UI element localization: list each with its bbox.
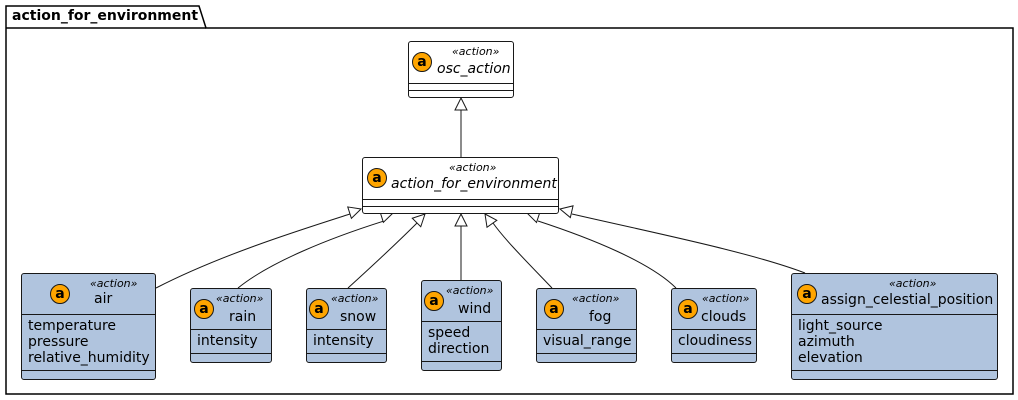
generalization-arrowhead [484,213,498,229]
attribute: pressure [28,334,89,350]
class-name: fog [589,309,612,325]
class-name: wind [458,301,492,317]
class-snow[interactable]: a «action» snow intensity [306,288,387,363]
abstract-badge-icon: a [797,284,817,304]
class-assign-celestial-position[interactable]: a «action» assign_celestial_position lig… [791,273,998,380]
stereotype: «action» [702,292,750,305]
inheritance-edge-snow [347,213,426,289]
stereotype: «action» [216,292,264,305]
attribute-compartment: intensity [191,330,271,354]
edge-line [237,220,385,289]
abstract-badge-icon: a [309,299,329,319]
class-name: snow [340,309,377,325]
inheritance-edge-air [155,206,363,289]
inheritance-edge-clouds [525,210,677,289]
inheritance-edge-wind [454,212,468,280]
attribute: temperature [28,318,116,334]
class-wind[interactable]: a «action» wind speed direction [421,280,502,371]
edge-line [492,222,553,289]
attribute: speed [428,325,471,341]
class-action-for-environment[interactable]: a «action» action_for_environment [362,157,559,214]
stereotype: «action» [331,292,379,305]
attribute: elevation [798,350,863,366]
package-name: action_for_environment [12,8,199,24]
edge-line [155,213,351,289]
inheritance-edge-fog [484,213,553,289]
generalization-arrowhead [558,205,574,219]
abstract-badge-icon: a [194,299,214,319]
generalization-arrowhead [411,213,426,228]
class-rain[interactable]: a «action» rain intensity [190,288,272,363]
stereotype: «action» [572,292,620,305]
edge-line [571,213,806,274]
class-fog[interactable]: a «action» fog visual_range [536,288,637,363]
attribute-compartment: light_source azimuth elevation [792,315,997,371]
abstract-badge-icon: a [678,299,698,319]
package-frame [5,5,1014,395]
generalization-arrowhead [347,206,363,220]
attribute-compartment [409,84,513,91]
attribute: azimuth [798,334,855,350]
inheritance-edge-rain [237,210,395,289]
stereotype: «action» [449,161,497,174]
class-name: osc_action [437,61,511,77]
attribute: relative_humidity [28,350,150,366]
attribute-compartment: temperature pressure relative_humidity [22,315,155,371]
abstract-badge-icon: a [367,168,387,188]
generalization-arrowhead [454,96,468,111]
stereotype: «action» [90,277,138,290]
generalization-arrowhead [454,212,468,227]
abstract-badge-icon: a [424,291,444,311]
class-name: rain [229,309,257,325]
class-air[interactable]: a «action» air temperature pressure rela… [21,273,156,380]
abstract-badge-icon: a [544,299,564,319]
class-name: action_for_environment [391,176,557,192]
class-name: air [94,291,113,307]
edge-line [537,220,677,289]
abstract-badge-icon: a [412,52,432,72]
attribute: intensity [197,333,258,349]
attribute-compartment: cloudiness [672,330,756,354]
inheritance-edge-assign-celestial-position [558,205,806,274]
stereotype: «action» [446,284,494,297]
attribute-compartment: visual_range [537,330,636,354]
attribute: intensity [313,333,374,349]
attribute: cloudiness [678,333,752,349]
inheritance-edge-action-for-environment [454,96,468,157]
abstract-badge-icon: a [50,284,70,304]
stereotype: «action» [452,45,500,58]
stereotype: «action» [889,277,937,290]
attribute-compartment: intensity [307,330,386,354]
attribute: light_source [798,318,883,334]
class-name: clouds [701,309,747,325]
attribute: direction [428,341,490,357]
class-name: assign_celestial_position [821,292,994,308]
class-clouds[interactable]: a «action» clouds cloudiness [671,288,757,363]
attribute-compartment [363,200,558,207]
edge-line [347,222,418,289]
attribute: visual_range [543,333,632,349]
attribute-compartment: speed direction [422,322,501,362]
class-osc-action[interactable]: a «action» osc_action [408,41,514,98]
